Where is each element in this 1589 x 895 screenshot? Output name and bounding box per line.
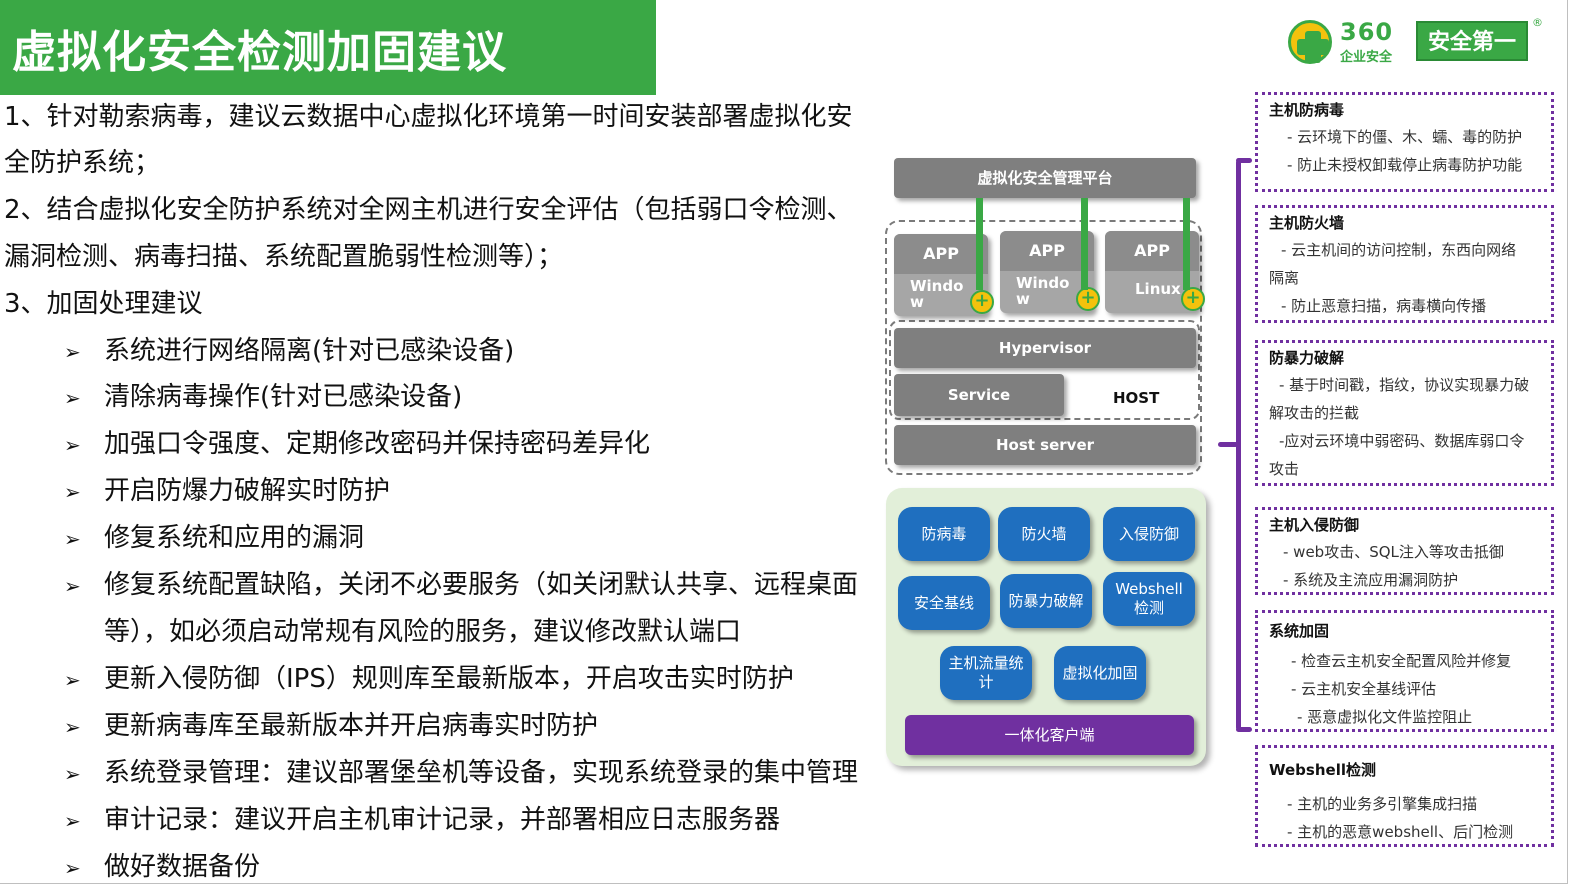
module-brute-force: 防暴力破解: [1000, 574, 1092, 628]
logo-plus-icon: [1288, 20, 1332, 64]
bullet-item: ➢更新病毒库至最新版本并开启病毒实时防护: [64, 703, 598, 750]
arrow-bullet-icon: ➢: [64, 574, 81, 598]
host-label: HOST: [1113, 389, 1160, 407]
feature-title: 系统加固: [1269, 622, 1330, 640]
arrow-bullet-icon: ➢: [64, 856, 81, 880]
vm-app-label: APP: [894, 234, 988, 274]
title-bar: 虚拟化安全检测加固建议: [0, 0, 656, 95]
slide-title: 虚拟化安全检测加固建议: [12, 27, 507, 78]
registered-mark: ®: [1532, 16, 1543, 29]
arrow-bullet-icon: ➢: [64, 809, 81, 833]
management-platform: 虚拟化安全管理平台: [894, 158, 1196, 198]
feature-line: - 系统及主流应用漏洞防护: [1283, 571, 1459, 589]
module-webshell: Webshell检测: [1103, 572, 1195, 626]
module-virtualization-hardening: 虚拟化加固: [1054, 646, 1146, 700]
host-inner-boundary: [889, 320, 1200, 420]
module-intrusion-prevention: 入侵防御: [1103, 507, 1195, 561]
feature-box-webshell: Webshell检测 - 主机的业务多引擎集成扫描 - 主机的恶意webshel…: [1255, 745, 1554, 847]
feature-line: - 云主机安全基线评估: [1291, 680, 1437, 698]
feature-line: - 主机的恶意webshell、后门检测: [1287, 823, 1514, 841]
bullet-item: ➢系统登录管理：建议部署堡垒机等设备，实现系统登录的集中管理: [64, 750, 858, 797]
feature-line: 解攻击的拦截: [1269, 404, 1360, 422]
feature-title: Webshell检测: [1269, 761, 1376, 779]
bullet-item-continued: 等），如必须启动常规有风险的服务，建议修改默认端口: [104, 617, 742, 647]
feature-line: 攻击: [1269, 460, 1300, 478]
bullet-item: ➢更新入侵防御（IPS）规则库至最新版本，开启攻击实时防护: [64, 656, 794, 703]
logo-subtitle: 企业安全: [1340, 50, 1393, 65]
arrow-bullet-icon: ➢: [64, 715, 81, 739]
bullet-item: ➢开启防爆力破解实时防护: [64, 468, 390, 515]
paragraph-line: 3、加固处理建议: [4, 289, 203, 319]
feature-line: 隔离: [1269, 269, 1300, 287]
bullet-item: ➢做好数据备份: [64, 844, 260, 891]
bullet-item: ➢修复系统和应用的漏洞: [64, 515, 364, 562]
feature-line: - 防止未授权卸载停止病毒防护功能: [1287, 156, 1523, 174]
feature-line: - 检查云主机安全配置风险并修复: [1291, 652, 1512, 670]
hypervisor-layer: Hypervisor: [894, 328, 1196, 368]
host-outer-boundary: [885, 220, 1202, 475]
arrow-bullet-icon: ➢: [64, 668, 81, 692]
feature-box-antivirus: 主机防病毒 - 云环境下的僵、木、蠕、毒的防护 - 防止未授权卸载停止病毒防护功…: [1255, 92, 1554, 192]
feature-line: - 恶意虚拟化文件监控阻止: [1297, 708, 1473, 726]
brand-logo: 360 企业安全 安全第一 ®: [1288, 16, 1543, 68]
feature-line: - 云主机间的访问控制，东西向网络: [1281, 241, 1517, 259]
feature-line: - 云环境下的僵、木、蠕、毒的防护: [1287, 128, 1523, 146]
paragraph-line: 1、针对勒索病毒，建议云数据中心虚拟化环境第一时间安装部署虚拟化安: [4, 102, 853, 132]
protection-plus-icon: +: [1076, 287, 1100, 311]
feature-line: - 主机的业务多引擎集成扫描: [1287, 795, 1478, 813]
bullet-item: ➢修复系统配置缺陷，关闭不必要服务（如关闭默认共享、远程桌面: [64, 562, 858, 609]
arrow-bullet-icon: ➢: [64, 386, 81, 410]
feature-title: 防暴力破解: [1269, 349, 1345, 367]
paragraph-line: 全防护系统；: [4, 148, 161, 178]
feature-box-hardening: 系统加固 - 检查云主机安全配置风险并修复 - 云主机安全基线评估 - 恶意虚拟…: [1255, 610, 1554, 732]
connector-line: [976, 198, 983, 290]
bullet-item: ➢审计记录：建议开启主机审计记录，并部署相应日志服务器: [64, 797, 780, 844]
vm-app-label: APP: [1000, 231, 1094, 271]
feature-title: 主机防病毒: [1269, 101, 1345, 119]
feature-box-firewall: 主机防火墙 - 云主机间的访问控制，东西向网络 隔离 - 防止恶意扫描，病毒横向…: [1255, 205, 1554, 323]
module-security-baseline: 安全基线: [898, 576, 990, 630]
protection-plus-icon: +: [970, 290, 994, 314]
protection-plus-icon: +: [1181, 287, 1205, 311]
bullet-item: ➢系统进行网络隔离(针对已感染设备): [64, 328, 514, 375]
service-layer: Service: [894, 374, 1064, 416]
module-antivirus: 防病毒: [898, 507, 990, 561]
host-server-layer: Host server: [894, 425, 1196, 465]
arrow-bullet-icon: ➢: [64, 527, 81, 551]
arrow-bullet-icon: ➢: [64, 480, 81, 504]
feature-line: - 防止恶意扫描，病毒横向传播: [1281, 297, 1487, 315]
slide-frame: [0, 0, 1568, 884]
connector-line: [1081, 198, 1088, 290]
brace: [1236, 160, 1241, 730]
bullet-item: ➢清除病毒操作(针对已感染设备): [64, 374, 462, 421]
feature-line: - web攻击、SQL注入等攻击抵御: [1283, 543, 1504, 561]
paragraph-line: 漏洞检测、病毒扫描、系统配置脆弱性检测等）；: [4, 242, 564, 272]
feature-box-intrusion: 主机入侵防御 - web攻击、SQL注入等攻击抵御 - 系统及主流应用漏洞防护: [1255, 507, 1554, 595]
feature-title: 主机入侵防御: [1269, 516, 1360, 534]
vm-os-label: Linux: [1135, 280, 1181, 298]
unified-client: 一体化客户端: [905, 715, 1194, 755]
module-traffic-stats: 主机流量统计: [940, 646, 1032, 700]
module-firewall: 防火墙: [998, 507, 1090, 561]
feature-line: - 基于时间戳，指纹，协议实现暴力破: [1279, 376, 1530, 394]
paragraph-line: 2、结合虚拟化安全防护系统对全网主机进行安全评估（包括弱口令检测、: [4, 195, 853, 225]
arrow-bullet-icon: ➢: [64, 433, 81, 457]
arrow-bullet-icon: ➢: [64, 762, 81, 786]
logo-number: 360: [1340, 18, 1394, 46]
feature-title: 主机防火墙: [1269, 214, 1345, 232]
arrow-bullet-icon: ➢: [64, 340, 81, 364]
feature-line: -应对云环境中弱密码、数据库弱口令: [1279, 432, 1525, 450]
connector-line: [1183, 198, 1190, 290]
feature-box-brute-force: 防暴力破解 - 基于时间戳，指纹，协议实现暴力破 解攻击的拦截 -应对云环境中弱…: [1255, 340, 1554, 486]
logo-slogan: 安全第一: [1416, 21, 1528, 61]
bullet-item: ➢加强口令强度、定期修改密码并保持密码差异化: [64, 421, 650, 468]
